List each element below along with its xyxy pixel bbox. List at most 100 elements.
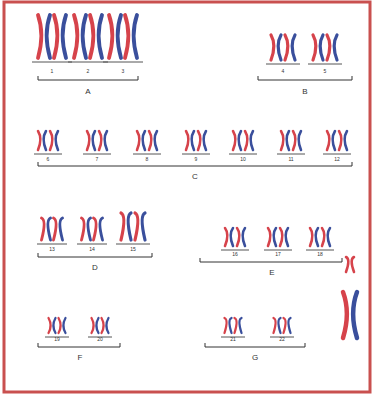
- chromatid: [328, 228, 330, 246]
- chromatid: [299, 131, 301, 150]
- chromosome: [313, 35, 323, 60]
- chromatid: [225, 318, 227, 333]
- chromatid: [280, 228, 282, 246]
- chromatid: [271, 35, 274, 60]
- chromatid: [313, 35, 316, 60]
- group-bracket: [38, 253, 152, 257]
- chromosome: [102, 318, 109, 333]
- chromosome: [343, 292, 357, 338]
- chromosome-number: 7: [96, 157, 99, 162]
- chromatid: [96, 318, 98, 333]
- chromosome-number: 22: [279, 337, 285, 342]
- chromatid: [106, 318, 108, 333]
- group-letter: B: [302, 88, 307, 96]
- chromosome-number: 10: [240, 157, 246, 162]
- chromatid: [54, 15, 57, 58]
- chromosome: [137, 131, 145, 150]
- pair-baseline: [32, 62, 72, 63]
- chromatid: [59, 318, 61, 333]
- pair-baseline: [229, 154, 257, 155]
- chromosome: [54, 15, 66, 58]
- chromosome: [135, 213, 145, 240]
- group-brackets: [38, 76, 352, 347]
- chromatid: [192, 131, 194, 150]
- chromosome-number: 12: [334, 157, 340, 162]
- group-letter: C: [192, 173, 198, 181]
- chromatid: [134, 15, 137, 58]
- chromatid: [82, 218, 85, 240]
- chromatid: [149, 131, 151, 150]
- chromatid: [49, 318, 51, 333]
- pair-baseline: [182, 154, 210, 155]
- chromosome: [327, 131, 335, 150]
- chromatid: [278, 35, 281, 60]
- pair-baseline: [116, 244, 150, 245]
- group-bracket: [38, 343, 120, 347]
- chromosome-number: 18: [317, 252, 323, 257]
- chromosome-number: 3: [122, 69, 125, 74]
- pair-baseline: [77, 244, 107, 245]
- chromatid: [284, 318, 286, 333]
- chromatid: [352, 257, 354, 272]
- chromatid: [99, 15, 102, 58]
- chromatid: [245, 131, 247, 150]
- chromatid: [100, 218, 103, 240]
- chromatid: [322, 228, 324, 246]
- chromatid: [44, 131, 46, 150]
- pair-baseline: [221, 250, 249, 251]
- chromatid: [285, 35, 288, 60]
- chromatid: [143, 131, 145, 150]
- chromatid: [105, 131, 107, 150]
- pair-baseline: [308, 64, 342, 65]
- chromatid: [243, 228, 245, 246]
- chromosome: [149, 131, 157, 150]
- chromosome: [268, 228, 276, 246]
- group-letter: E: [269, 269, 274, 277]
- chromatid: [334, 35, 337, 60]
- chromosome: [49, 318, 56, 333]
- chromosome-number: 20: [97, 337, 103, 342]
- pair-baseline: [323, 154, 351, 155]
- chromatid: [292, 35, 295, 60]
- chromosome-number: 19: [54, 337, 60, 342]
- chromosome-number: 14: [89, 247, 95, 252]
- chromatid: [237, 228, 239, 246]
- chromatid: [231, 228, 233, 246]
- chromosome: [225, 228, 233, 246]
- pair-baseline: [34, 154, 62, 155]
- chromosome: [237, 228, 245, 246]
- chromosome: [322, 228, 330, 246]
- chromosome: [121, 213, 131, 240]
- chromosome: [50, 131, 58, 150]
- chromosome-number: 6: [47, 157, 50, 162]
- chromosome: [94, 218, 103, 240]
- chromosome-number: 5: [324, 69, 327, 74]
- chromosome: [339, 131, 347, 150]
- chromosome-number: 8: [146, 157, 149, 162]
- chromatid: [155, 131, 157, 150]
- chromatid: [327, 131, 329, 150]
- chromosome-number: 21: [230, 337, 236, 342]
- chromatid: [83, 15, 86, 58]
- chromosome: [54, 218, 63, 240]
- group-letter: D: [92, 264, 98, 272]
- chromatid: [288, 318, 290, 333]
- chromatid: [235, 318, 237, 333]
- chromatid: [251, 131, 253, 150]
- chromatid: [125, 15, 128, 58]
- chromatid: [239, 318, 241, 333]
- chromosome: [245, 131, 253, 150]
- chromatid: [345, 131, 347, 150]
- chromatid: [56, 131, 58, 150]
- chromosome-number: 17: [275, 252, 281, 257]
- chromatid: [60, 218, 63, 240]
- chromatid: [38, 15, 41, 58]
- chromatid: [47, 15, 50, 58]
- chromatid: [137, 131, 139, 150]
- chromatid: [109, 15, 112, 58]
- chromatid: [87, 131, 89, 150]
- chromosome: [59, 318, 66, 333]
- chromatid: [293, 131, 295, 150]
- pair-baseline: [264, 250, 292, 251]
